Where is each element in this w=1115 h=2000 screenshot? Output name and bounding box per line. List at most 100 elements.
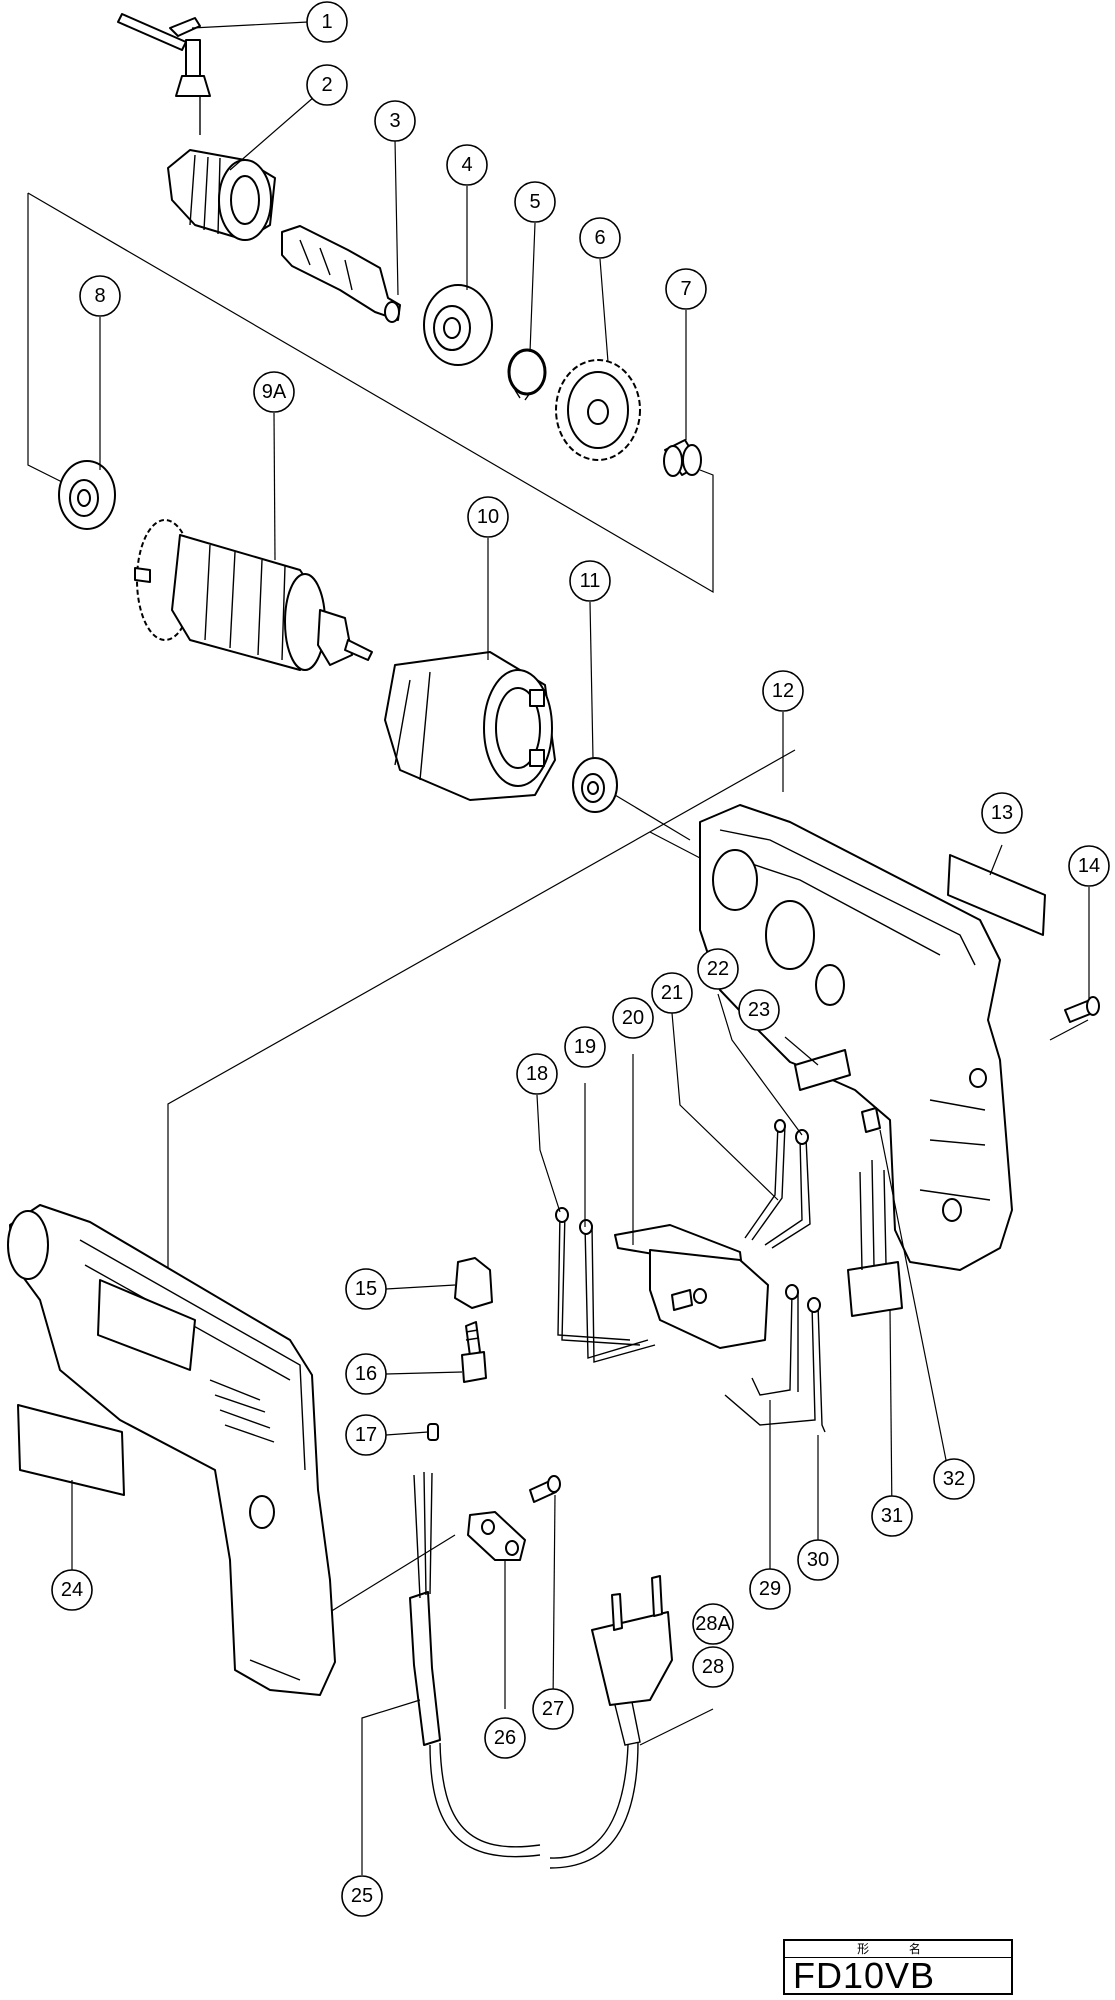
model-title-block: 形 名 FD10VB <box>783 1939 1013 1996</box>
callout-13-text: 13 <box>991 802 1013 824</box>
callout-5-text: 5 <box>529 191 540 213</box>
callout-28A-text: 28A <box>695 1613 731 1635</box>
callout-16: 16 <box>345 1353 387 1395</box>
callout-15-text: 15 <box>355 1278 377 1300</box>
callout-24-text: 24 <box>61 1579 83 1601</box>
part-11-ball-bearing <box>572 757 691 841</box>
callout-6-text: 6 <box>594 227 605 249</box>
callout-12: 12 <box>762 670 804 712</box>
callout-10-text: 10 <box>477 506 499 528</box>
part-13-label <box>947 854 1046 936</box>
callout-32-text: 32 <box>943 1468 965 1490</box>
part-27-screw <box>529 1475 561 1503</box>
callout-13: 13 <box>981 792 1023 834</box>
callout-12-text: 12 <box>772 680 794 702</box>
callout-26-text: 26 <box>494 1727 516 1749</box>
callout-18-text: 18 <box>526 1063 548 1085</box>
callout-3: 3 <box>374 100 416 142</box>
part-10-stator <box>384 651 556 801</box>
callout-28A: 28A <box>692 1603 734 1645</box>
callout-31-text: 31 <box>881 1505 903 1527</box>
callout-6: 6 <box>579 217 621 259</box>
callout-2: 2 <box>306 64 348 106</box>
part-14-tapping-screw <box>1064 996 1100 1023</box>
part-4-ball-bearing <box>423 284 493 366</box>
part-8-ball-bearing <box>58 460 116 530</box>
callout-2-text: 2 <box>321 74 332 96</box>
callout-8-text: 8 <box>94 285 105 307</box>
part-7-needle-bearing <box>663 439 702 477</box>
part-28-power-cord <box>549 1575 673 1869</box>
callout-17: 17 <box>345 1414 387 1456</box>
part-25-cord-armor <box>409 1471 541 1858</box>
part-29-30-internal-wires <box>724 1284 826 1433</box>
callout-15: 15 <box>345 1268 387 1310</box>
callout-18: 18 <box>516 1053 558 1095</box>
callout-14: 14 <box>1068 845 1110 887</box>
callout-28: 28 <box>692 1646 734 1688</box>
callout-19-text: 19 <box>574 1036 596 1058</box>
callout-29: 29 <box>749 1568 791 1610</box>
part-23-label <box>794 1049 851 1091</box>
part-1-chuck-key <box>117 13 211 135</box>
callout-17-text: 17 <box>355 1424 377 1446</box>
callout-19: 19 <box>564 1026 606 1068</box>
part-9A-armature <box>134 519 373 671</box>
housing-left <box>7 1204 336 1696</box>
callout-23-text: 23 <box>748 999 770 1021</box>
callout-27-text: 27 <box>542 1698 564 1720</box>
callout-22: 22 <box>697 948 739 990</box>
callout-30-text: 30 <box>807 1549 829 1571</box>
callout-22-text: 22 <box>707 958 729 980</box>
part-17-pin <box>427 1423 439 1441</box>
callout-5: 5 <box>514 181 556 223</box>
callout-32: 32 <box>933 1458 975 1500</box>
callout-7: 7 <box>665 268 707 310</box>
callout-14-text: 14 <box>1078 855 1100 877</box>
part-16-plunger <box>461 1321 487 1383</box>
part-12-housing-right <box>699 804 1013 1271</box>
part-24-label <box>17 1404 125 1496</box>
part-5-retaining-ring <box>507 348 547 401</box>
callout-25-text: 25 <box>351 1885 373 1907</box>
callout-10: 10 <box>467 496 509 538</box>
part-18-19-internal-wires <box>555 1207 656 1363</box>
part-2-drill-chuck <box>167 149 276 241</box>
model-title-header: 形 名 <box>785 1941 1011 1958</box>
part-26-cord-clip <box>467 1511 526 1561</box>
callout-20: 20 <box>612 997 654 1039</box>
callout-11: 11 <box>569 560 611 602</box>
callout-25: 25 <box>341 1875 383 1917</box>
part-32-terminal <box>861 1107 881 1133</box>
callout-3-text: 3 <box>389 110 400 132</box>
callout-16-text: 16 <box>355 1363 377 1385</box>
callout-23: 23 <box>738 989 780 1031</box>
part-31-noise-suppressor <box>847 1159 903 1317</box>
callout-9A-text: 9A <box>262 381 287 403</box>
callout-7-text: 7 <box>680 278 691 300</box>
part-21-22-internal-wires <box>744 1119 811 1249</box>
callout-1-text: 1 <box>321 11 332 33</box>
assembly-lines <box>27 192 1089 1613</box>
callout-4: 4 <box>446 144 488 186</box>
part-20-switch <box>614 1224 769 1349</box>
callout-21-text: 21 <box>661 982 683 1004</box>
callout-29-text: 29 <box>759 1578 781 1600</box>
callout-24: 24 <box>51 1569 93 1611</box>
callout-4-text: 4 <box>461 154 472 176</box>
model-number: FD10VB <box>793 1955 936 1996</box>
callout-30: 30 <box>797 1539 839 1581</box>
callout-28-text: 28 <box>702 1656 724 1678</box>
callout-20-text: 20 <box>622 1007 644 1029</box>
part-3-spindle <box>281 225 401 323</box>
callout-1: 1 <box>306 1 348 43</box>
callout-31: 31 <box>871 1495 913 1537</box>
callout-11-text: 11 <box>580 570 601 592</box>
callout-27: 27 <box>532 1688 574 1730</box>
part-6-gear <box>555 359 641 461</box>
callout-9A: 9A <box>253 371 295 413</box>
part-15-knob <box>454 1257 493 1309</box>
callout-26: 26 <box>484 1717 526 1759</box>
callout-8: 8 <box>79 275 121 317</box>
